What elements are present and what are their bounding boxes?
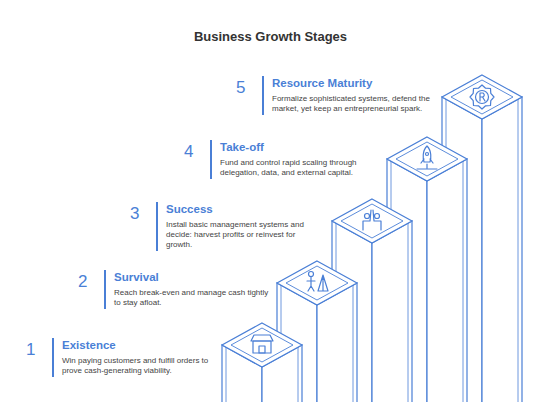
stage-block: 2SurvivalReach break-even and manage cas… (104, 270, 274, 309)
stage-block: 5Resource MaturityFormalize sophisticate… (262, 76, 437, 115)
step-right-face (482, 97, 522, 402)
tent-icon (318, 275, 328, 291)
step-top-face (332, 199, 412, 243)
stage-heading: Existence (62, 339, 217, 351)
gear-letter (480, 93, 485, 101)
step-inner-face (341, 204, 403, 238)
step-right-face (372, 221, 412, 402)
gear-icon (470, 85, 494, 109)
stage-number: 4 (184, 142, 193, 162)
store-awning (251, 335, 273, 341)
stage-number: 3 (130, 204, 139, 224)
stage-number: 2 (78, 272, 87, 292)
person-body (307, 277, 315, 291)
stage-heading: Resource Maturity (272, 77, 437, 89)
stage-description: Install basic management systems and dec… (166, 220, 316, 250)
rocket-icon (423, 146, 431, 162)
person-icon (309, 272, 314, 277)
step-inner-face (231, 328, 293, 362)
stage-description: Reach break-even and manage cash tightly… (114, 288, 274, 308)
rocket-window (426, 153, 429, 156)
step-right-face (427, 159, 467, 402)
step-inner-face (286, 266, 348, 300)
stair-stroke (408, 223, 409, 402)
rocket-fins (417, 159, 437, 169)
stair-stroke (226, 347, 227, 402)
stage-description: Formalize sophisticated systems, defend … (272, 94, 437, 114)
high-five (363, 210, 381, 230)
step-inner-face (451, 80, 513, 114)
stage-number: 5 (236, 78, 245, 98)
gear-ring (476, 91, 489, 104)
diagram-title: Business Growth Stages (0, 29, 541, 44)
stair-step (222, 323, 302, 402)
step-top-face (222, 323, 302, 367)
step-top-face (442, 75, 522, 119)
stair-stroke (518, 99, 519, 402)
stair-stroke (298, 347, 299, 402)
stair-stroke (463, 161, 464, 402)
step-top-face (277, 261, 357, 305)
stage-block: 1ExistenceWin paying customers and fulfi… (52, 338, 217, 377)
store-door (259, 346, 265, 353)
stage-heading: Success (166, 203, 316, 215)
stair-stroke (353, 285, 354, 402)
stage-description: Fund and control rapid scaling through d… (220, 158, 370, 178)
person-icon (375, 214, 380, 219)
step-top-face (387, 137, 467, 181)
store-icon (253, 341, 271, 353)
person-icon (365, 214, 370, 219)
stage-heading: Survival (114, 271, 274, 283)
stage-block: 3SuccessInstall basic management systems… (156, 202, 316, 251)
stage-description: Win paying customers and fulfill orders … (62, 356, 217, 376)
stage-block: 4Take-offFund and control rapid scaling … (210, 140, 370, 179)
step-inner-face (396, 142, 458, 176)
stage-heading: Take-off (220, 141, 370, 153)
stage-number: 1 (26, 340, 35, 360)
